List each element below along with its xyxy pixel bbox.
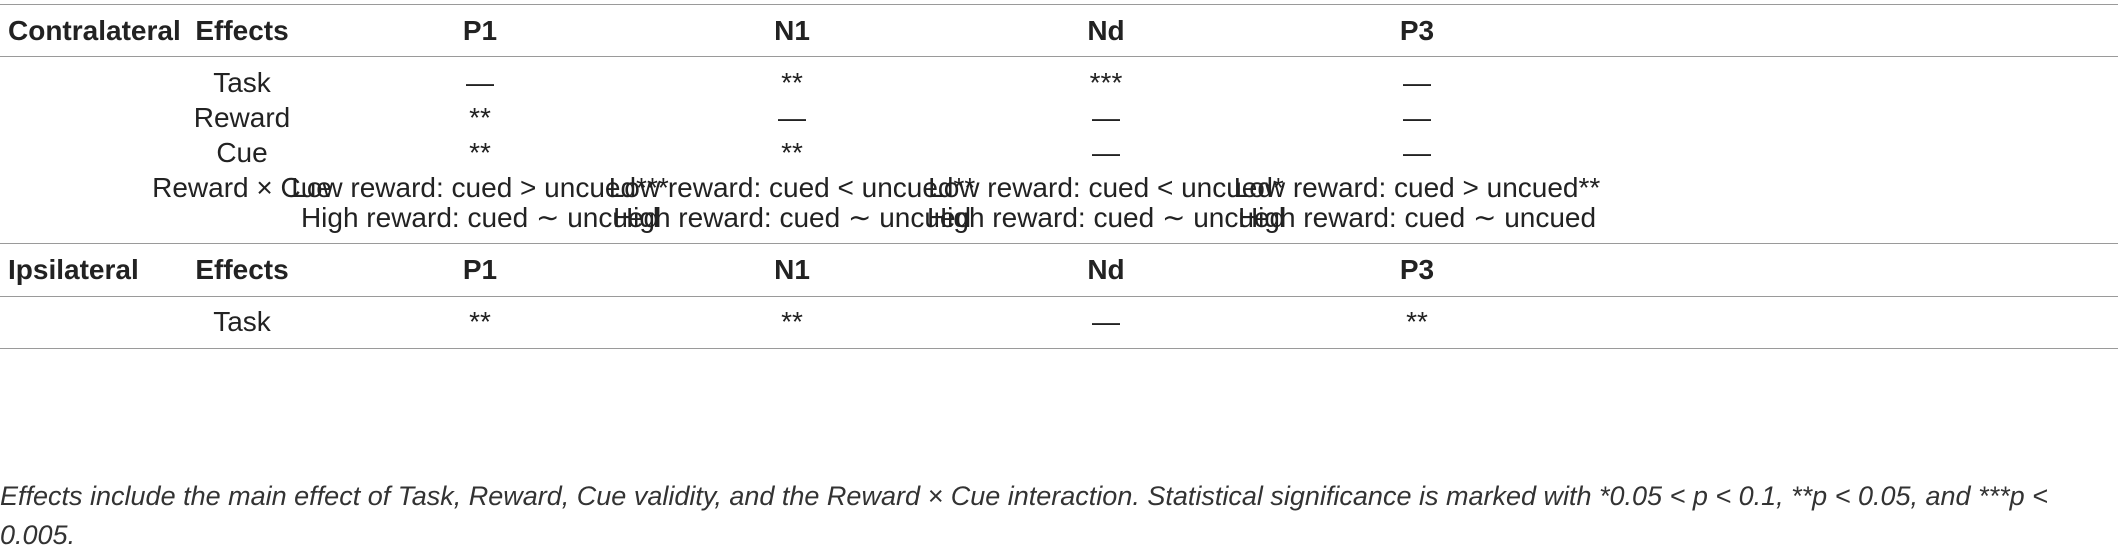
cell-task-p1-ipsi: ** xyxy=(469,306,491,337)
cell-interaction-p3-high: High reward: cued ∼ uncued xyxy=(1237,202,1597,233)
cell-task-p3-ipsi: ** xyxy=(1406,306,1428,337)
cell-interaction-p1-low: Low reward: cued > uncued*** xyxy=(291,172,669,203)
cell-task-n1-ipsi: ** xyxy=(781,306,803,337)
cell-interaction-nd-high: High reward: cued ∼ uncued xyxy=(926,202,1286,233)
cell-task-n1: ** xyxy=(781,67,803,98)
column-header-n1: N1 xyxy=(774,15,810,46)
column-header-effects-ipsi: Effects xyxy=(195,254,289,285)
row-label-task: Task xyxy=(213,67,271,98)
column-header-p1: P1 xyxy=(462,15,498,46)
cell-interaction-p3-low: Low reward: cued > uncued** xyxy=(1233,172,1601,203)
table-caption: Effects include the main effect of Task,… xyxy=(0,481,2048,550)
row-label-reward-x-cue: Reward × Cue xyxy=(152,172,332,203)
column-header-n1-ipsi: N1 xyxy=(774,254,810,285)
section-divider-rule xyxy=(0,243,2118,244)
row-label-cue: Cue xyxy=(216,137,268,168)
cell-interaction-n1-low: Low reward: cued < uncued** xyxy=(608,172,976,203)
cell-reward-nd: — xyxy=(1092,102,1120,133)
row-label-task-ipsi: Task xyxy=(213,306,271,337)
table-bottom-rule xyxy=(0,348,2118,349)
row-label-reward: Reward xyxy=(193,102,291,133)
section-label-ipsilateral: Ipsilateral xyxy=(8,254,139,285)
column-header-p3: P3 xyxy=(1399,15,1435,46)
cell-interaction-n1-high: High reward: cued ∼ uncued xyxy=(612,202,972,233)
cell-reward-n1: — xyxy=(778,102,806,133)
column-header-p1-ipsi: P1 xyxy=(462,254,498,285)
cell-task-p1: — xyxy=(466,67,494,98)
column-header-nd-ipsi: Nd xyxy=(1087,254,1125,285)
cell-task-nd: *** xyxy=(1089,67,1123,98)
contralateral-header-rule xyxy=(0,56,2118,57)
table-top-rule xyxy=(0,4,2118,5)
cell-cue-nd: — xyxy=(1092,137,1120,168)
cell-interaction-nd-low: Low reward: cued < uncued* xyxy=(928,172,1284,203)
column-header-effects: Effects xyxy=(195,15,289,46)
cell-task-p3: — xyxy=(1403,67,1431,98)
ipsilateral-header-rule xyxy=(0,296,2118,297)
column-header-p3-ipsi: P3 xyxy=(1399,254,1435,285)
section-label-contralateral: Contralateral xyxy=(8,15,181,46)
cell-task-nd-ipsi: — xyxy=(1092,306,1120,337)
column-header-nd: Nd xyxy=(1087,15,1125,46)
cell-interaction-p1-high: High reward: cued ∼ uncued xyxy=(300,202,660,233)
cell-cue-n1: ** xyxy=(781,137,803,168)
cell-reward-p1: ** xyxy=(469,102,491,133)
cell-cue-p3: — xyxy=(1403,137,1431,168)
cell-reward-p3: — xyxy=(1403,102,1431,133)
cell-cue-p1: ** xyxy=(469,137,491,168)
